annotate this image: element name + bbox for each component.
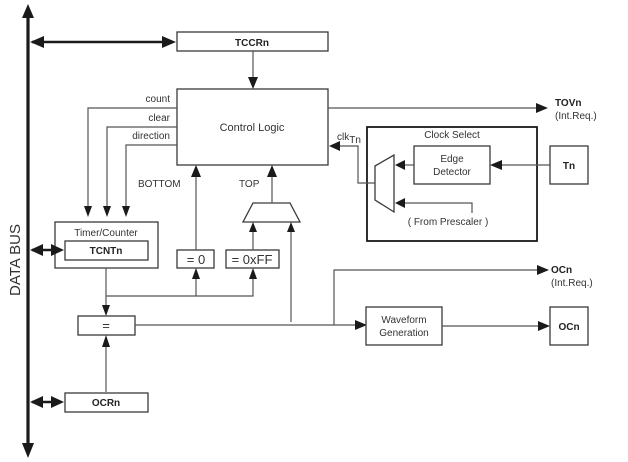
tn-label: Tn [563,161,575,172]
tcntn-register [64,240,149,261]
comparator-label: = [102,318,110,333]
tcntn-label: TCNTn [90,246,123,257]
bottom-label: BOTTOM [138,179,181,190]
equals-zero-label: = 0 [187,252,205,267]
arrow-right-icon [162,36,176,48]
data-bus-arrow-up [22,4,34,18]
ocn-pin-block [549,306,589,346]
timer-counter-label: Timer/Counter [74,228,138,239]
control-logic-block [176,88,329,166]
arrow-left-icon [30,36,44,48]
clk-label: clkTn [337,132,361,146]
data-bus-label: DATA BUS [7,224,24,296]
ocrn-label: OCRn [92,398,120,409]
clock-mux [374,153,395,214]
tccrn-label: TCCRn [235,38,269,49]
tovn-label: TOVn [555,98,581,109]
top-label: TOP [239,179,260,190]
ocn-int-req-label: (Int.Req.) [551,278,593,289]
clock-select-label: Clock Select [424,130,480,141]
from-prescaler-label: ( From Prescaler ) [408,217,489,228]
ocn-int-label: OCn [551,265,572,276]
ocn-pin-label: OCn [558,322,579,333]
edge-detector-block [413,145,491,185]
waveform-label-1: Waveform [381,315,426,326]
waveform-label-2: Generation [379,328,428,339]
waveform-generation-block [365,306,443,346]
edge-detector-label-1: Edge [440,154,464,165]
direction-signal-label: direction [132,131,170,142]
edge-detector-label-2: Detector [433,167,471,178]
top-mux [241,202,302,223]
clear-signal-label: clear [148,113,170,124]
equals-ff-label: = 0xFF [232,252,273,267]
data-bus-arrow-down [22,443,34,458]
ocrn-register [64,392,149,413]
count-signal-label: count [146,94,171,105]
tovn-int-req-label: (Int.Req.) [555,111,597,122]
control-logic-label: Control Logic [220,122,285,134]
arrow-down-icon [248,77,258,89]
